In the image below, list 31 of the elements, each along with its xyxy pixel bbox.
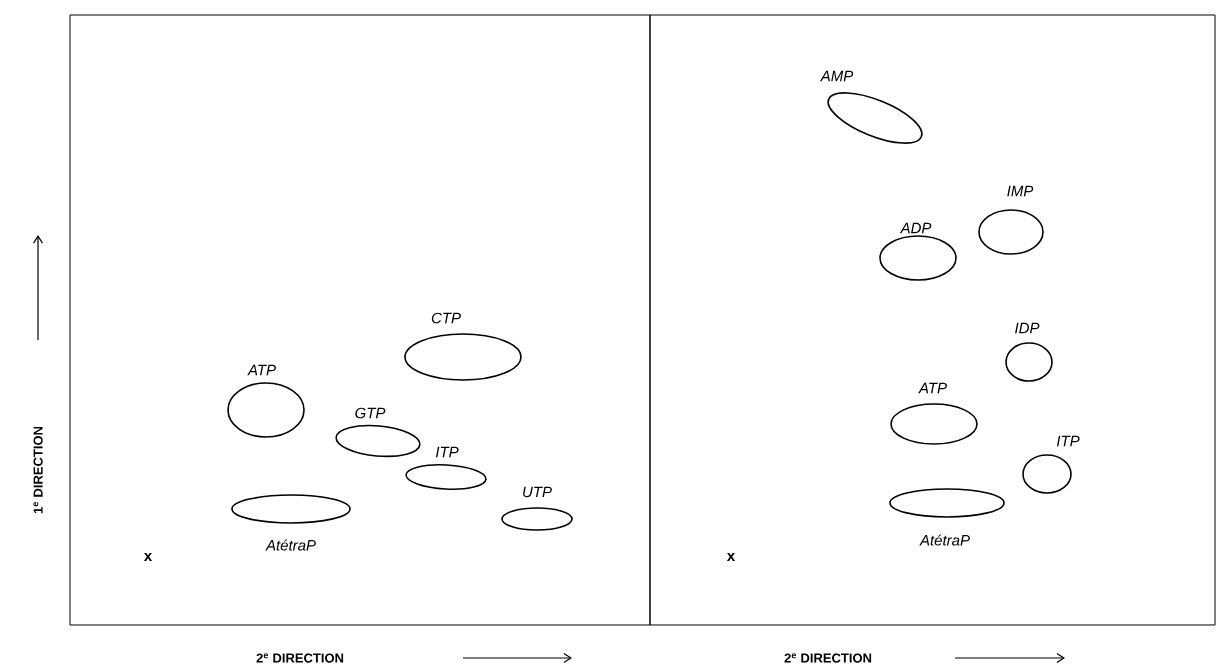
- panel: [69, 14, 651, 626]
- spot: AtétraP: [889, 488, 1005, 546]
- spot: AMP: [820, 70, 923, 144]
- node-label: ITP: [435, 446, 459, 458]
- axis-label: 2$^{e}$ DIRECTION: [256, 653, 344, 663]
- node-label: IDP: [1015, 322, 1040, 334]
- node-label: ATP: [918, 382, 947, 394]
- node-label: UTP: [523, 486, 552, 498]
- origin-mark: x: [143, 553, 153, 561]
- spot: IDP: [1005, 322, 1053, 382]
- origin-mark: x: [726, 553, 736, 561]
- spot: CTP: [404, 312, 522, 381]
- spot: ATP: [227, 364, 305, 438]
- node-label: ADP: [899, 222, 932, 234]
- spot: UTP: [501, 486, 573, 531]
- spot: ATP: [890, 382, 978, 445]
- node-label: AtétraP: [265, 539, 316, 551]
- node-label: ATP: [247, 364, 276, 376]
- spot: ITP: [1022, 435, 1080, 494]
- spot: ADP: [879, 222, 957, 281]
- node-label: ITP: [1056, 435, 1080, 447]
- node-label: AMP: [820, 70, 854, 82]
- spot: AtétraP: [231, 494, 351, 551]
- spot: IMP: [978, 185, 1044, 255]
- node-label: AtétraP: [919, 534, 970, 546]
- node-label: GTP: [355, 407, 386, 419]
- axis-label: 1$^{e}$ DIRECTION: [33, 426, 43, 514]
- axis-label: 2$^{e}$ DIRECTION: [784, 653, 872, 663]
- panel: [649, 14, 1216, 626]
- node-label: IMP: [1007, 185, 1034, 197]
- node-label: CTP: [431, 312, 461, 324]
